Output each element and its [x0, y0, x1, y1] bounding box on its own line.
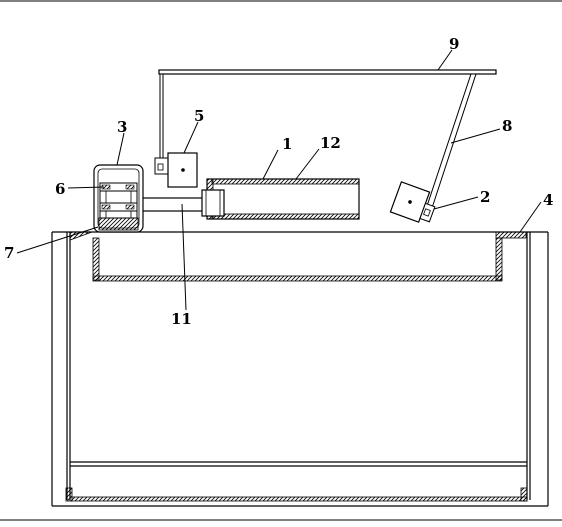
sensor-block-2: [389, 181, 436, 223]
callout-6: 6: [55, 180, 65, 198]
callout-9: 9: [449, 35, 459, 53]
rod-nut: [201, 189, 225, 217]
callout-4: 4: [543, 191, 553, 209]
bottom-plate: [69, 496, 528, 502]
bottom-right-corner: [520, 487, 528, 502]
callout-3: 3: [117, 118, 127, 136]
outer-frame: [51, 231, 549, 507]
top-plate: [158, 69, 497, 75]
callout-8: 8: [502, 117, 512, 135]
cylinder-tube: [206, 178, 360, 220]
inner-tray: [69, 231, 527, 282]
callout-11: 11: [171, 310, 192, 328]
sensor-block-5: [154, 152, 198, 188]
inclined-strut: [426, 73, 477, 209]
callout-7: 7: [4, 244, 14, 262]
bearing-housing: [93, 164, 144, 233]
callout-labels: 9 8 2 4 5 3 6 7 1 12 11: [4, 35, 553, 328]
left-hanger: [159, 73, 164, 173]
leader-lines: [16, 49, 542, 311]
callout-1: 1: [282, 135, 292, 153]
callout-5: 5: [194, 107, 204, 125]
bottom-left-corner: [65, 487, 73, 502]
callout-12: 12: [320, 134, 341, 152]
callout-2: 2: [480, 188, 490, 206]
